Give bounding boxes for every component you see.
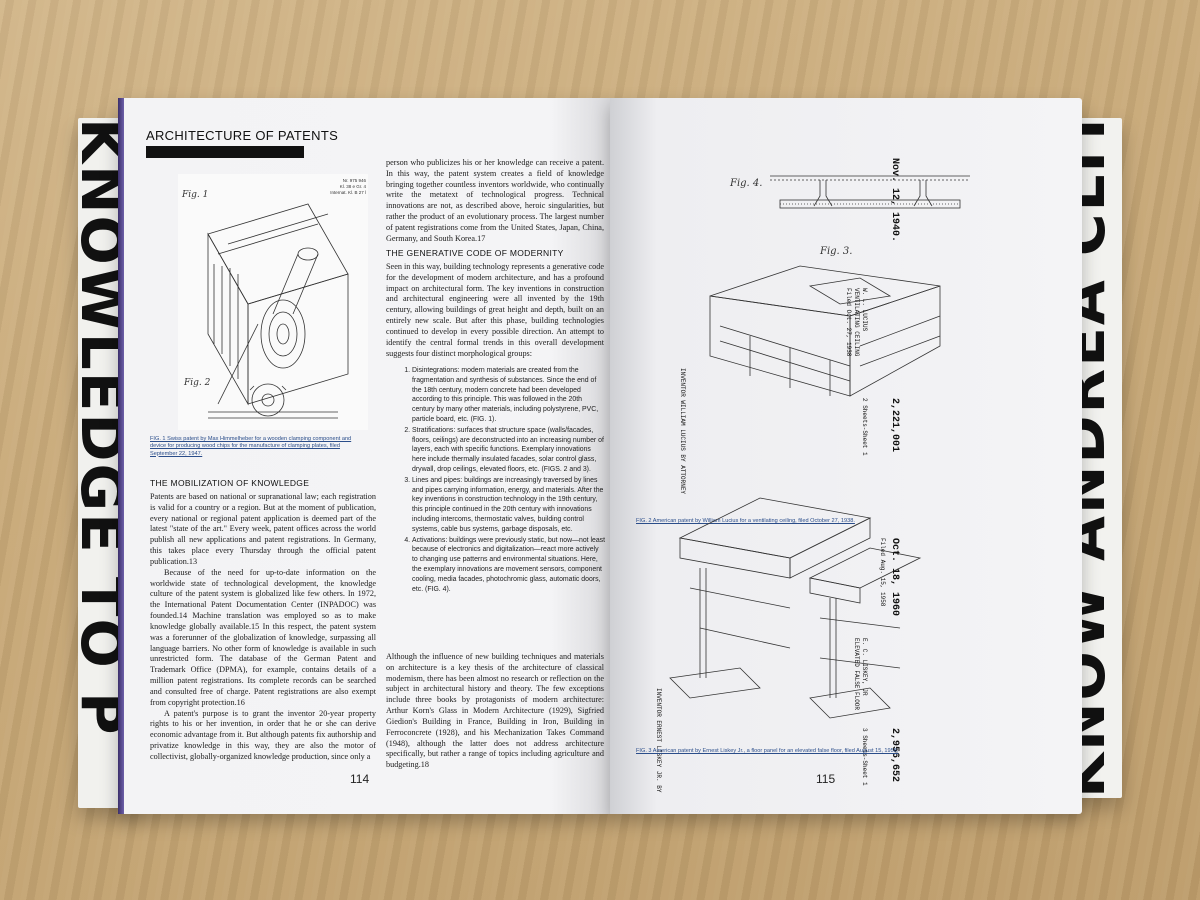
patent-1-signature: INVENTOR WILLIAM LUCIUS BY ATTORNEY [679,368,686,495]
patent-stamp: Nr. 975 946 Kl. 38 e Gr. 4 Internat. Kl.… [330,178,366,195]
ceiling-section-drawing [770,175,970,209]
section-heading-generative-code: THE GENERATIVE CODE OF MODERNITY [386,248,564,258]
clamping-component-drawing [207,203,349,406]
patent-2-date: Oct. 18, 1960 [889,538,900,617]
list-item: Lines and pipes: buildings are increasin… [412,476,606,535]
figure-3-caption: FIG. 3 American patent by Ernest Liskey … [636,748,899,754]
right-page: Fig. 4. Fig. 3. Nov. [610,98,1082,814]
paragraph: Because of the need for up-to-date infor… [150,567,376,707]
right-column-paragraph: Seen in this way, building technology re… [386,262,604,358]
list-item: Stratifications: surfaces that structure… [412,426,606,475]
patent-1-inventor: W. L. LUCIUS [861,288,868,332]
paragraph: A patent's purpose is to grant the inven… [150,708,376,761]
right-column-closing: Although the influence of new building t… [386,652,604,770]
patent-2-filed: Filed Aug. 15, 1958 [879,538,886,607]
figure-1-drawing: Nr. 975 946 Kl. 38 e Gr. 4 Internat. Kl.… [178,174,368,430]
patent-1-date: Nov. 12, 1940. [889,158,900,243]
paragraph: Patents are based on national or suprana… [150,492,376,566]
ventilating-ceiling-drawing [709,265,941,397]
figure-3-label: Fig. 3. [820,246,853,257]
right-column-intro: person who publicizes his or her knowled… [386,158,604,243]
patent-1-filed: Filed Oct. 27, 1938 [845,288,852,357]
patent-2-signature: INVENTOR ERNEST LISKEY JR. BY [655,688,662,793]
list-item: Disintegrations: modern materials are cr… [412,366,606,425]
cutter-detail-drawing [208,383,338,419]
page-number-left: 114 [350,772,370,786]
morphological-groups-list: Disintegrations: modern materials are cr… [396,366,606,595]
figure-1-caption: FIG. 1 Swiss patent by Max Himmelheber f… [150,436,352,457]
list-item: Activations: buildings were previously s… [412,536,606,595]
figure-4-label: Fig. 4. [730,178,763,189]
patent-2-inventor: E. C. LISKEY, JR [861,638,868,696]
patent-1-title: VENTILATING CEILING [853,288,860,357]
figure-2-drawing: Fig. 2 [184,376,348,426]
patent-1-number: 2,221,001 [889,398,900,453]
running-head: ARCHITECTURE OF PATENTS [146,128,339,143]
figure-1-label: Fig. 1 [182,190,209,200]
patent-1-sheets: 2 Sheets-Sheet 1 [861,398,868,456]
figure-2-label: Fig. 2 [184,378,211,388]
left-column-text: Patents are based on national or suprana… [150,492,376,763]
running-head-bar [146,146,304,158]
patent-2-sheets: 3 Sheets-Sheet 1 [861,728,868,786]
section-heading-mobilization: THE MOBILIZATION OF KNOWLEDGE [150,478,310,488]
elevated-floor-drawing [669,497,922,719]
figure-2-caption: FIG. 2 American patent by William Lucius… [636,518,855,524]
open-book: KNOWLEDGE TO P KNOW ANDREA CLIT ARCHITEC… [78,98,1122,818]
left-page: ARCHITECTURE OF PATENTS Nr. 975 946 Kl. … [118,98,610,814]
page-number-right: 115 [816,772,836,786]
patent-2-title: ELEVATED FALSE FLOOR [853,638,860,711]
page-edge-stripe [118,98,124,814]
